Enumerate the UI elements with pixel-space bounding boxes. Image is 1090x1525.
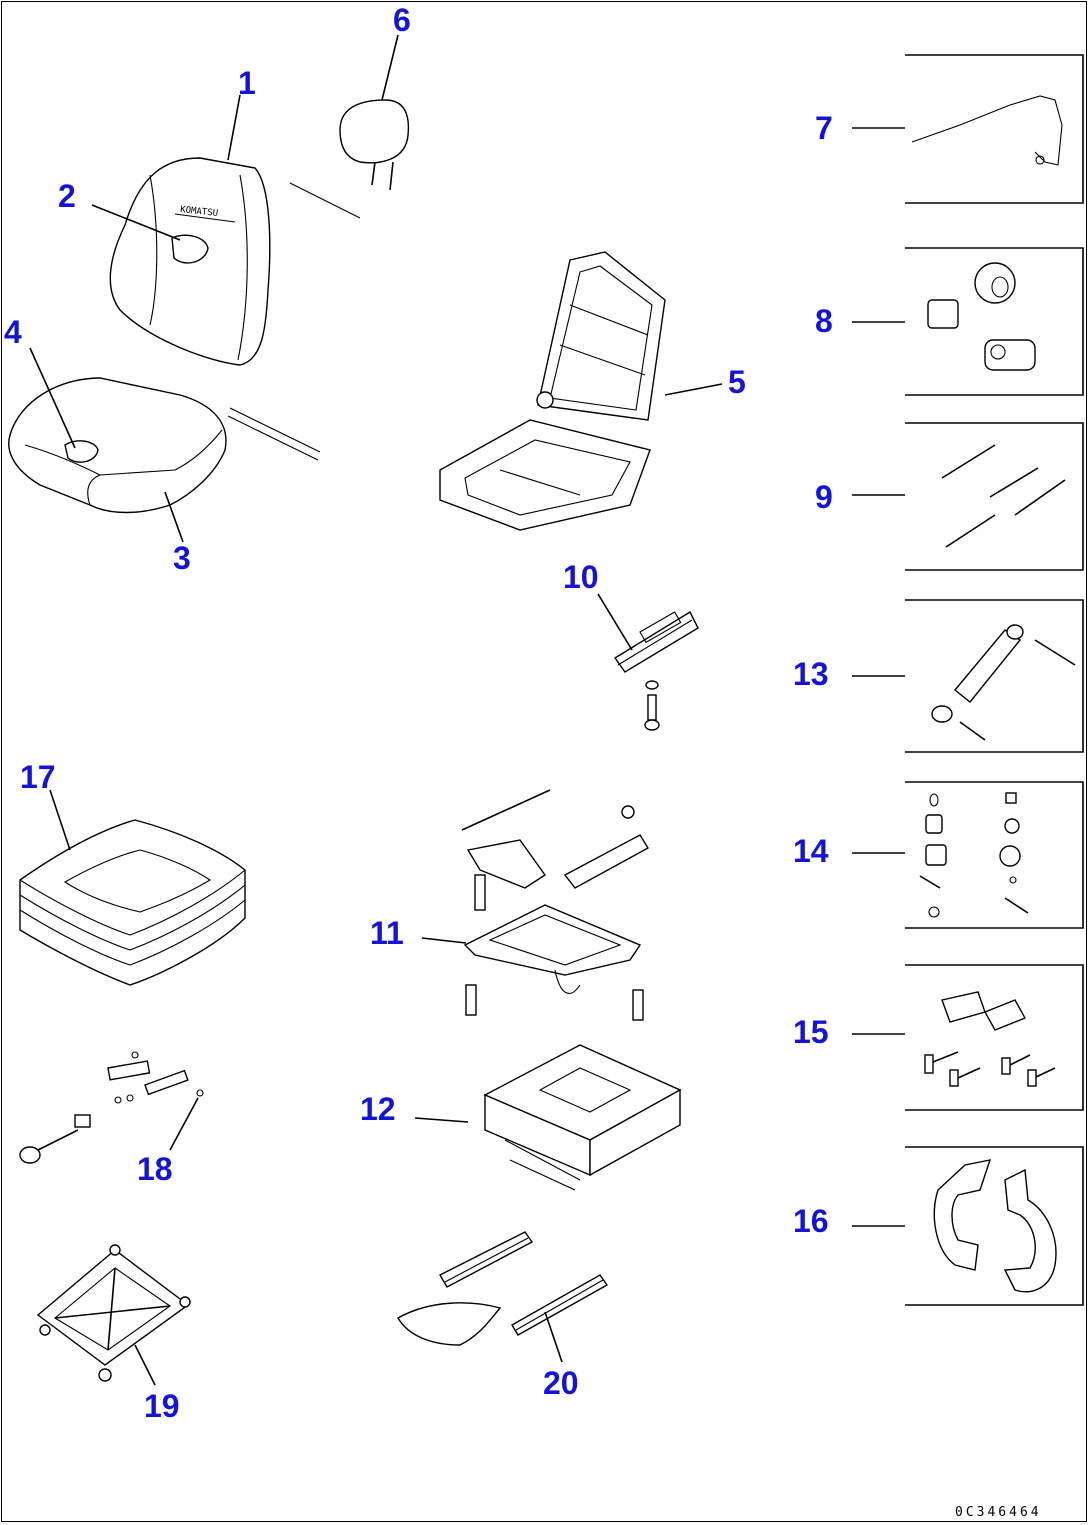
leader-18: [169, 1097, 199, 1151]
leader-6: [381, 34, 399, 101]
callout-8: 8: [815, 303, 833, 339]
part-box-7: [905, 54, 1084, 204]
callout-4: 4: [4, 314, 22, 350]
headrest: [339, 99, 410, 191]
callout-6: 6: [393, 2, 411, 38]
callout-9: 9: [815, 479, 833, 515]
callout-13: 13: [793, 656, 829, 692]
callout-11: 11: [370, 915, 404, 951]
part-box-15: [905, 964, 1084, 1111]
leader-lines-right: [852, 127, 905, 1227]
part-box-13: [905, 599, 1084, 753]
callout-20: 20: [543, 1365, 579, 1401]
leader-4: [29, 347, 76, 449]
callout-12: 12: [360, 1091, 396, 1127]
callout-5: 5: [728, 364, 746, 400]
callout-14: 14: [793, 833, 829, 869]
part-box-9: [905, 422, 1084, 571]
document-id: 0C346464: [955, 1505, 1042, 1520]
leader-19: [134, 1344, 156, 1386]
callout-7: 7: [815, 110, 833, 146]
base-frame-19: [36, 1244, 191, 1382]
part-box-8: [905, 247, 1084, 396]
slide-assembly: [461, 789, 649, 1021]
leader-5: [664, 383, 723, 396]
part-box-14: [905, 781, 1084, 929]
backrest-brand-text: KOMATSU: [180, 205, 219, 219]
part-box-16: [905, 1146, 1084, 1306]
callout-17: 17: [20, 759, 56, 795]
leader-20: [544, 1311, 563, 1363]
seat-frame: [439, 251, 666, 531]
callout-19: 19: [144, 1388, 180, 1424]
callout-2: 2: [58, 178, 76, 214]
callout-16: 16: [793, 1203, 829, 1239]
leader-1: [227, 94, 241, 161]
backrest-cushion: KOMATSU: [109, 157, 361, 366]
seat-cover-17: [19, 819, 246, 986]
leader-11: [421, 937, 467, 944]
leader-10: [597, 593, 633, 651]
knob-parts-18: [19, 1051, 204, 1164]
leader-2: [91, 204, 181, 241]
suspension-assembly: [483, 1044, 682, 1191]
seat-rails: [397, 1231, 609, 1346]
callout-15: 15: [793, 1014, 829, 1050]
leader-3: [164, 491, 184, 543]
bracket-10: [613, 611, 699, 731]
callout-18: 18: [137, 1151, 173, 1187]
callout-10: 10: [563, 559, 599, 595]
leader-12: [414, 1117, 469, 1123]
callout-3: 3: [173, 540, 191, 576]
seat-cushion: [8, 377, 321, 514]
callout-1: 1: [238, 65, 256, 101]
leader-17: [49, 789, 71, 851]
